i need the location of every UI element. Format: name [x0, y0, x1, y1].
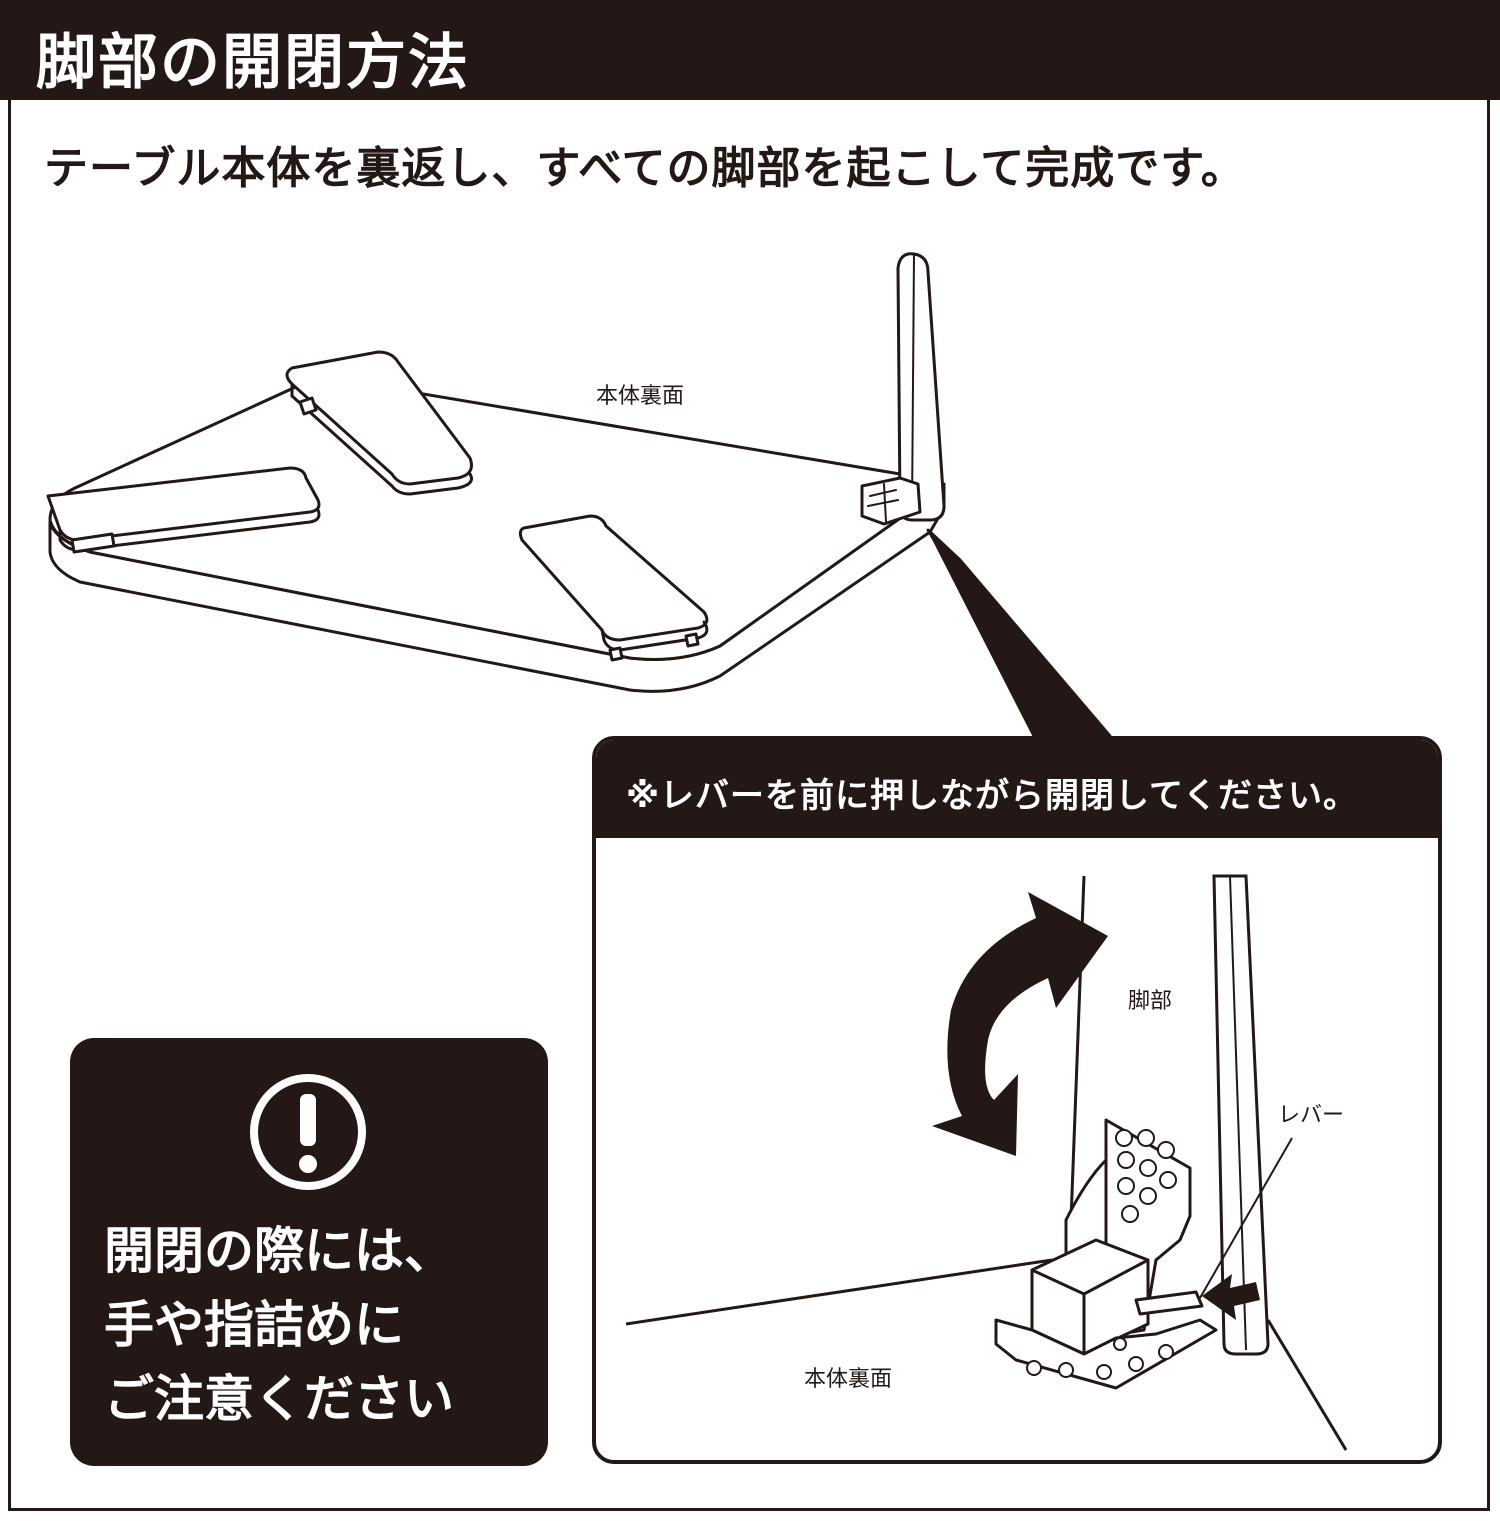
lever-label: レバー — [1278, 1103, 1344, 1128]
caution-box: 開閉の際には、 手や指詰めに ご注意ください — [70, 1038, 548, 1466]
leg-label: 脚部 — [1128, 989, 1172, 1014]
caution-line: 手や指詰めに — [104, 1296, 404, 1354]
underside-label-detail: 本体裏面 — [804, 1367, 892, 1392]
title-bar: 脚部の開閉方法 — [0, 0, 1500, 100]
push-arrow-icon — [1202, 1274, 1260, 1320]
detail-panel-header: ※レバーを前に押しながら開閉してください。 — [596, 740, 1438, 838]
detail-panel-header-text: ※レバーを前に押しながら開閉してください。 — [626, 776, 1359, 816]
folded-leg-back — [285, 350, 473, 486]
zoom-callout-wedge — [926, 528, 1112, 738]
caution-line: ご注意ください — [104, 1370, 454, 1428]
page-title: 脚部の開閉方法 — [36, 28, 470, 98]
underside-label-main: 本体裏面 — [596, 384, 684, 409]
folded-leg-left — [46, 466, 321, 542]
hinge-base-plate — [994, 1318, 1218, 1390]
detail-leg — [1212, 874, 1270, 1356]
folded-leg-front — [518, 514, 709, 642]
lever-detail-illustration: 脚部 レバー 本体裏面 — [625, 874, 1348, 1451]
caution-text: 開閉の際には、 手や指詰めに ご注意ください — [104, 1214, 534, 1436]
rotate-arrow-icon — [932, 892, 1108, 1156]
lever-rod — [1134, 1290, 1204, 1316]
detail-panel: ※レバーを前に押しながら開閉してください。 — [592, 736, 1442, 1464]
instruction-text: テーブル本体を裏返し、すべての脚部を起こして完成です。 — [44, 143, 1246, 194]
exclamation-circle-icon — [250, 1074, 366, 1190]
caution-line: 開閉の際には、 — [104, 1222, 454, 1280]
